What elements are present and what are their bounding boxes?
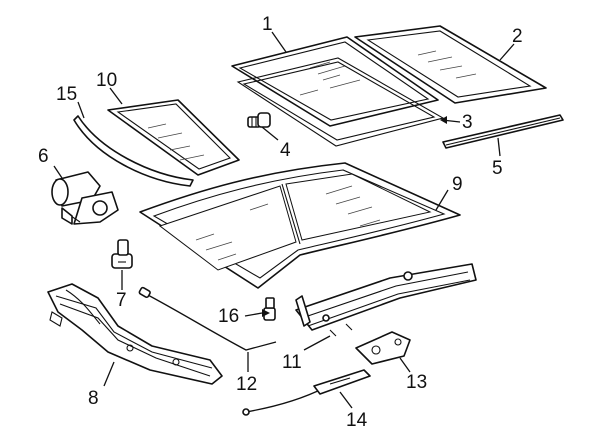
part-12-cable <box>138 286 277 351</box>
part-4-bolt <box>247 112 271 128</box>
leader-lines <box>53 31 515 409</box>
part-16-screw <box>263 297 276 321</box>
callout-1: 1 <box>262 14 273 35</box>
callout-10: 10 <box>96 70 117 91</box>
callout-12: 12 <box>236 374 257 395</box>
part-11-mechanism <box>295 263 477 337</box>
callout-8: 8 <box>88 388 99 409</box>
callout-11: 11 <box>282 352 302 373</box>
callout-4: 4 <box>280 140 291 161</box>
callout-3: 3 <box>462 112 473 133</box>
part-7-switch <box>111 239 133 269</box>
callout-14: 14 <box>346 410 368 431</box>
callout-2: 2 <box>512 26 523 47</box>
part-9-frame <box>139 162 461 289</box>
part-8-guide-rails <box>47 283 223 385</box>
part-3-seal <box>236 57 445 147</box>
part-15-trim-strip <box>73 115 194 187</box>
callout-7: 7 <box>116 290 127 311</box>
callout-16: 16 <box>218 306 239 327</box>
callout-5: 5 <box>492 158 503 179</box>
part-6-motor <box>51 171 119 225</box>
callout-15: 15 <box>56 84 77 105</box>
part-2-rear-glass <box>354 25 547 104</box>
part-13-bracket <box>355 331 411 365</box>
part-10-sunshade <box>107 99 240 176</box>
callout-13: 13 <box>406 372 427 393</box>
part-14-drive-cable <box>242 369 371 416</box>
part-5-weatherstrip <box>442 114 564 149</box>
callout-6: 6 <box>38 146 49 167</box>
part-1-glass-panel <box>231 36 439 127</box>
callout-9: 9 <box>452 174 463 195</box>
